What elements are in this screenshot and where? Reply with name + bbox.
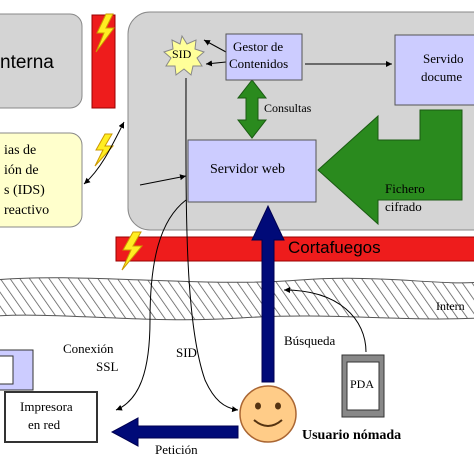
lightning-bolt-icon [121, 231, 144, 271]
webserver-label: Servidor web [210, 162, 286, 177]
ssl-connection-line [115, 199, 187, 411]
ids-label-2: ión de [4, 163, 39, 178]
pda-label: PDA [350, 377, 375, 391]
webserver-box [187, 139, 317, 203]
ssl-label-1: Conexión [63, 341, 114, 356]
ids-box-shape [0, 132, 83, 228]
gestor-label-1: Gestor de [233, 39, 284, 54]
gestor-label-2: Contenidos [229, 56, 289, 71]
sid-label: SID [172, 47, 192, 61]
docserver-label-1: Servido [423, 51, 464, 66]
ids-label-3: s (IDS) [4, 183, 45, 198]
ids-to-webserver-line [139, 174, 187, 186]
internal-network-label: nterna [0, 52, 54, 73]
printer-label-1: Impresora [20, 399, 73, 414]
encrypted-file-arrow [317, 109, 463, 226]
face-mouth [253, 419, 283, 427]
sid-path-label: SID [176, 345, 197, 360]
lightning-bolt-icon [94, 133, 115, 167]
fichero-label-2: cifrado [385, 199, 422, 214]
ids-label-4: reactivo [4, 203, 50, 218]
horizontal-firewall [115, 236, 474, 262]
cortafuegos-label: Cortafuegos [288, 238, 381, 257]
face-eye-right [275, 402, 281, 410]
docserver-box [394, 34, 474, 106]
gestor-to-sid-line-2 [205, 60, 227, 67]
face-eye-left [255, 402, 261, 410]
ids-label-1: ias de [4, 143, 37, 158]
printer-label-2: en red [28, 417, 61, 432]
internet-label: Intern [436, 299, 465, 313]
gestor-box [225, 33, 303, 81]
busqueda-arrow [251, 204, 285, 383]
smiley-face-icon [239, 385, 297, 443]
consultas-arrow [236, 79, 268, 139]
internal-network-zone [0, 13, 83, 109]
workstation-screen [0, 355, 14, 385]
peticion-label: Petición [155, 442, 198, 457]
consultas-label: Consultas [264, 101, 312, 115]
fichero-label-1: Fichero [385, 181, 425, 196]
internet-band [0, 277, 474, 321]
lightning-bolt-icon [95, 13, 115, 53]
usuario-label: Usuario nómada [302, 428, 402, 443]
pda-screen [346, 361, 380, 411]
peticion-arrow [110, 417, 239, 447]
ids-connection-line [83, 121, 125, 185]
internet-to-pda-line [283, 287, 367, 353]
ssl-label-2: SSL [96, 359, 119, 374]
star-burst-icon [163, 34, 205, 76]
docserver-label-2: docume [421, 69, 463, 84]
printer-box [4, 391, 98, 443]
vertical-firewall [91, 14, 116, 109]
gestor-to-sid-line [203, 39, 227, 53]
sid-path-line [185, 77, 239, 413]
busqueda-label: Búsqueda [284, 333, 336, 348]
